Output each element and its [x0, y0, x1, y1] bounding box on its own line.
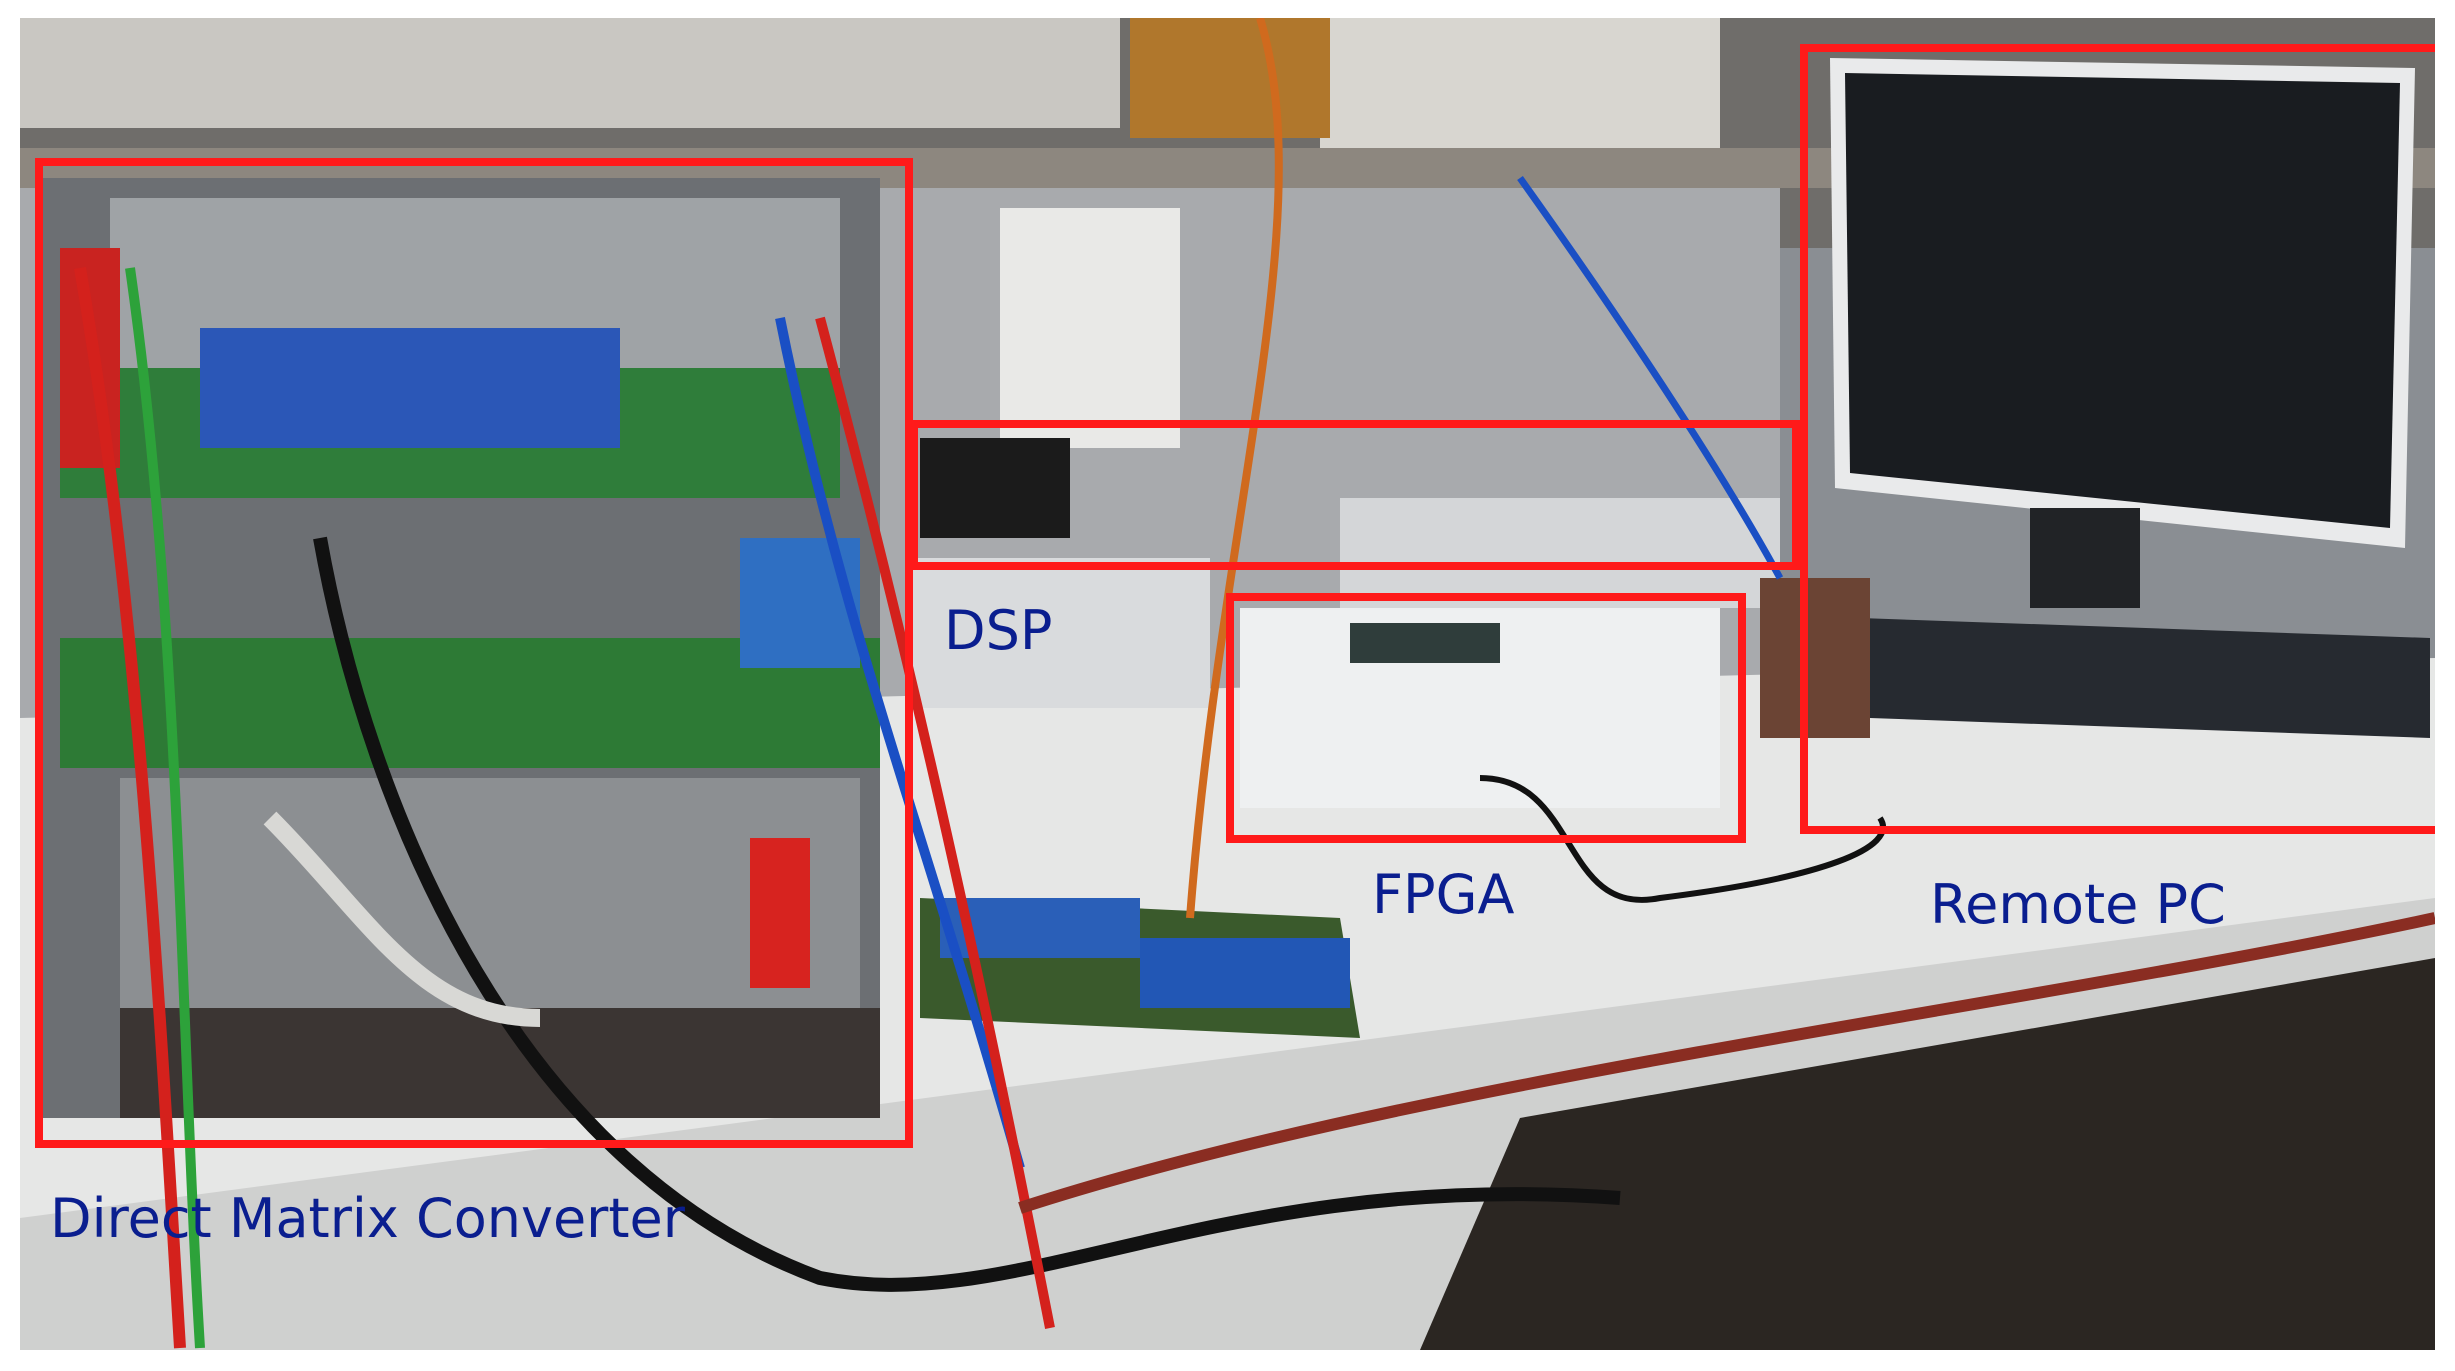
- fpga-label: FPGA: [1372, 863, 1515, 926]
- lab-setup-photo: Direct Matrix Converter DSP FPGA Remote …: [20, 18, 2435, 1350]
- dsp-box: [910, 420, 1800, 570]
- dsp-label: DSP: [944, 599, 1053, 662]
- remote-pc-box: [1800, 44, 2435, 834]
- direct-matrix-converter-box: [35, 158, 913, 1148]
- direct-matrix-converter-label: Direct Matrix Converter: [50, 1187, 685, 1250]
- remote-pc-label: Remote PC: [1930, 873, 2226, 936]
- fpga-box: [1226, 593, 1746, 843]
